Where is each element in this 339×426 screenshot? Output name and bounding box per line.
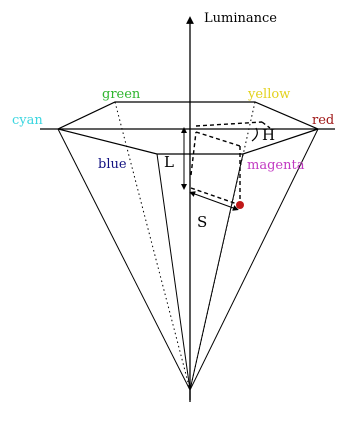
label-yellow: yellow (248, 87, 291, 102)
hue-angle-arc (251, 127, 258, 142)
cone-edge-cyan (57, 128, 191, 391)
label-green: green (102, 87, 141, 102)
label-cyan: cyan (12, 113, 43, 128)
label-blue: blue (98, 157, 127, 172)
saturation-arrow (189, 191, 239, 211)
luminance-label: Luminance (204, 11, 277, 26)
saturation-top-back (190, 131, 197, 176)
cone-edge-blue (156, 153, 191, 391)
label-hue: H (262, 126, 276, 144)
hue-wedge-bottom (195, 131, 241, 147)
saturation-top (190, 187, 241, 206)
label-magenta: magenta (247, 158, 305, 173)
cone-edge-green-hidden (114, 101, 191, 391)
color-point (236, 201, 244, 209)
label-red: red (312, 113, 335, 128)
cone-edge-magenta (189, 153, 244, 391)
hue-wedge-top-right (261, 121, 271, 129)
hue-wedge-top (195, 121, 263, 127)
label-lightness: L (164, 153, 174, 171)
hexagon-base (56, 101, 320, 155)
cone-edge-red (189, 128, 319, 391)
label-saturation: S (197, 213, 208, 231)
